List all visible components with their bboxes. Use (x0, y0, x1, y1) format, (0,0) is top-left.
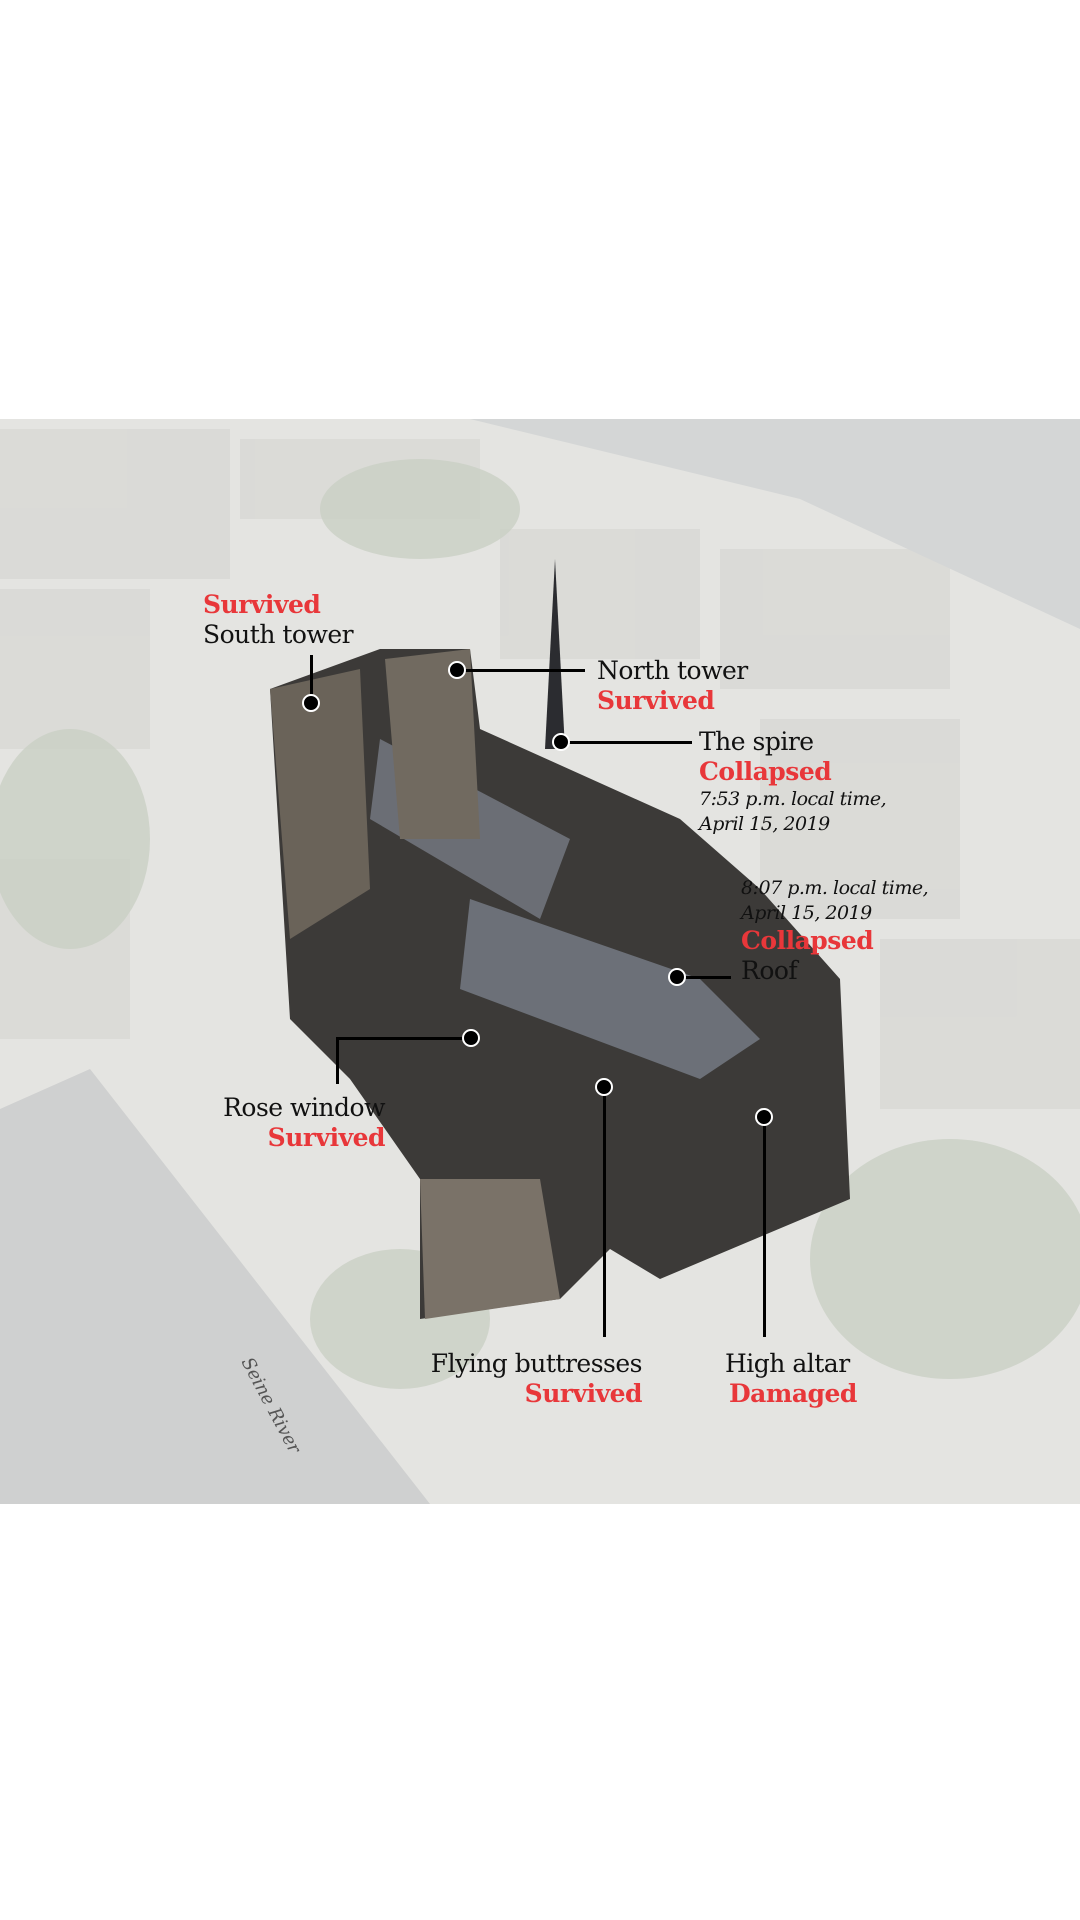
spire-label: The spire Collapsed 7:53 p.m. local time… (699, 727, 887, 837)
name: North tower (597, 656, 748, 685)
roof-label: 8:07 p.m. local time, April 15, 2019 Col… (741, 876, 929, 986)
flying-buttresses-label: Flying buttresses Survived (430, 1349, 643, 1409)
high-altar-marker (755, 1108, 773, 1126)
status: Collapsed (741, 926, 874, 955)
seine-river (0, 1069, 430, 1504)
spire-marker (552, 733, 570, 751)
north-tower-label: North tower Survived (597, 656, 748, 716)
roof-leader (677, 976, 731, 979)
cathedral (270, 559, 850, 1319)
name: Roof (741, 956, 798, 985)
flying-buttresses-marker (595, 1078, 613, 1096)
time: 8:07 p.m. local time, (741, 877, 929, 899)
date: April 15, 2019 (699, 813, 830, 835)
rose-window-label: Rose window Survived (223, 1093, 385, 1153)
spire-leader (561, 741, 692, 744)
high-altar-label: High altar Damaged (725, 1349, 857, 1409)
high-altar-leader (763, 1117, 766, 1337)
status: Survived (524, 1379, 643, 1408)
south-tower-label: Survived South tower (203, 590, 354, 650)
map-illustration (0, 419, 1080, 1504)
rose-window-leader-v (336, 1037, 339, 1084)
rose-window-leader-h (337, 1037, 471, 1040)
south-tower-marker (302, 694, 320, 712)
name: The spire (699, 727, 814, 756)
north-tower-leader (457, 669, 585, 672)
status: Collapsed (699, 757, 832, 786)
status: Damaged (729, 1379, 857, 1408)
status: Survived (267, 1123, 386, 1152)
aerial-map (0, 419, 1080, 1504)
south-tower-leader (310, 655, 313, 703)
status: Survived (203, 590, 321, 619)
status: Survived (597, 686, 715, 715)
name: South tower (203, 620, 354, 649)
north-tower-marker (448, 661, 466, 679)
name: High altar (725, 1349, 850, 1378)
name: Flying buttresses (430, 1349, 643, 1378)
flying-buttresses-leader (603, 1087, 606, 1337)
rose-window-marker (462, 1029, 480, 1047)
date: April 15, 2019 (741, 902, 872, 924)
roof-marker (668, 968, 686, 986)
time: 7:53 p.m. local time, (699, 788, 887, 810)
name: Rose window (223, 1093, 385, 1122)
